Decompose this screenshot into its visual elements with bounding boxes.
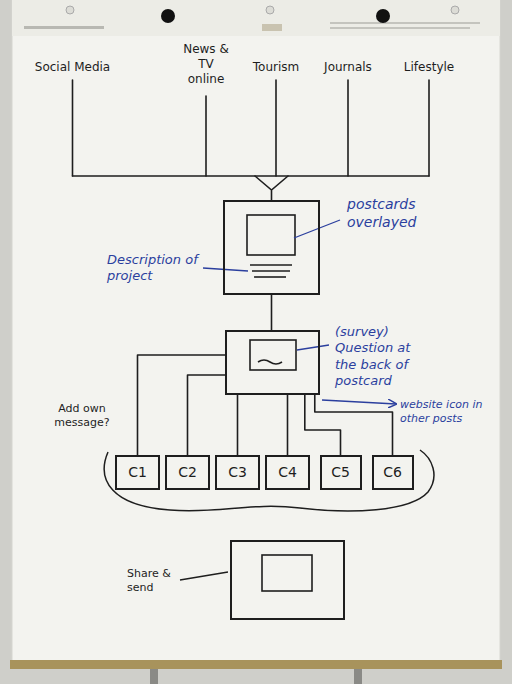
postcard-image — [262, 555, 312, 591]
media-channel: Social Media — [30, 60, 115, 75]
leader-line — [203, 268, 248, 271]
connector — [271, 295, 273, 330]
tree-line — [347, 80, 349, 176]
header-strip — [12, 0, 500, 36]
connector — [138, 355, 226, 455]
postcard-image — [250, 340, 296, 370]
printed-header — [24, 26, 104, 29]
tree-line — [73, 175, 430, 177]
tree-line — [428, 80, 430, 176]
text-scribble — [258, 360, 282, 364]
connector — [305, 395, 341, 455]
tree-line — [275, 80, 277, 176]
text-scribble — [252, 270, 290, 272]
connector — [315, 395, 393, 455]
binder-clip — [161, 9, 175, 23]
leader-line — [180, 572, 228, 580]
leader-line — [297, 345, 329, 350]
printed-header — [330, 22, 480, 24]
punch-hole — [66, 6, 74, 14]
channel-label: C6 — [383, 464, 402, 481]
channel-label: C2 — [178, 464, 197, 481]
callout-note: Description of project — [107, 252, 202, 285]
binder-clip — [376, 9, 390, 23]
postcard-image — [247, 215, 295, 255]
side-note: website icon in other posts — [400, 398, 488, 426]
channel-box: C1 — [115, 455, 160, 490]
grouping-loop — [104, 450, 434, 511]
channel-box: C6 — [372, 455, 414, 490]
channel-label: C3 — [228, 464, 247, 481]
channel-label: C4 — [278, 464, 297, 481]
callout-note: postcards overlayed — [347, 196, 447, 231]
tree-line — [72, 80, 74, 176]
media-channel: Journals — [318, 60, 378, 75]
media-channel: News & TV online — [180, 42, 232, 87]
postcard-sketch — [247, 215, 312, 591]
easel-bar — [10, 660, 502, 669]
punch-hole — [451, 6, 459, 14]
punch-hole — [266, 6, 274, 14]
connector — [237, 395, 239, 455]
tree-line — [255, 176, 288, 200]
channel-box: C3 — [215, 455, 260, 490]
callout-note: Share & send — [127, 567, 185, 595]
channel-label: C1 — [128, 464, 147, 481]
channel-box: C2 — [165, 455, 210, 490]
leader-arrow — [322, 400, 396, 404]
callout-note: (survey) Question at the back of postcar… — [335, 324, 427, 389]
text-scribble — [254, 276, 286, 278]
side-note: Add own message? — [46, 402, 118, 430]
postcard-frame: (survey) Question at the back of postcar… — [225, 330, 320, 395]
source-tree — [73, 80, 430, 200]
paper-sheet — [12, 0, 500, 664]
channel-label: C5 — [331, 464, 350, 481]
postcard-frame: postcards overlayedDescription of projec… — [223, 200, 320, 295]
channel-box: C4 — [265, 455, 310, 490]
connector — [188, 375, 226, 455]
text-scribble — [250, 264, 292, 266]
connector — [287, 395, 289, 455]
channel-box: C5 — [320, 455, 362, 490]
tree-line — [205, 96, 207, 176]
postcard-frame: Share & send — [230, 540, 345, 620]
leader-line — [294, 220, 340, 238]
printed-header — [330, 27, 470, 29]
media-channel: Tourism — [248, 60, 304, 75]
media-channel: Lifestyle — [398, 60, 460, 75]
printed-logo — [262, 24, 282, 31]
